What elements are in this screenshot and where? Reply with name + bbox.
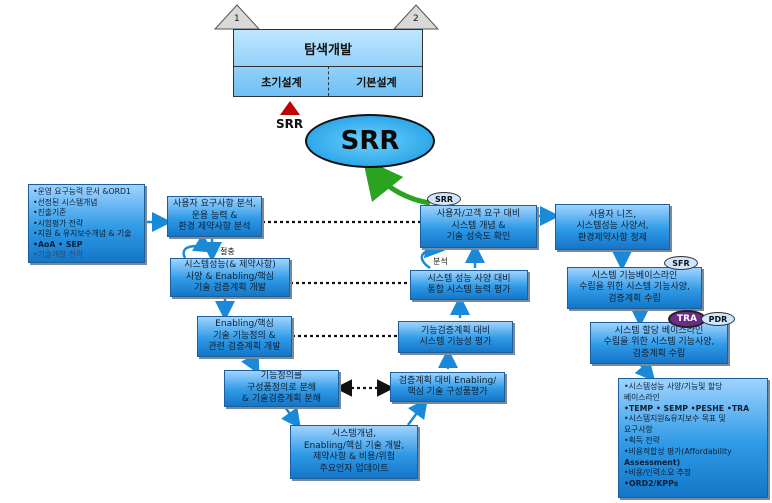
box-line: 핵심 기술 구성품평가: [407, 387, 488, 397]
box-line: 구성품정의로 분해: [246, 382, 317, 393]
box-line: & 기술검증계획 분해: [242, 394, 321, 405]
inputs-box: •운영 요구능력 문서 &ORD1 •선정된 시스템개념 •진출기준 •시험평가…: [28, 184, 145, 263]
box-line: Enabling/핵심 기술 개발,: [303, 440, 405, 451]
refine-user-needs-box: 사용자 니즈, 시스템성능 사양서, 환경제약사항 정제: [555, 204, 670, 250]
component-assessment-box: 검증계획 대비 Enabling/ 핵심 기술 구성품평가: [390, 372, 505, 402]
tra-pill: TRA: [668, 310, 706, 328]
output-item: •시스템지원&유지보수 목표 및: [624, 414, 726, 424]
box-line: 기술 기능정의 &: [213, 330, 276, 341]
input-item: •기술개발 전략: [33, 250, 84, 259]
output-item: 베이스라인: [624, 392, 660, 402]
initial-design-label: 초기설계: [261, 76, 302, 89]
box-line: 시스템 할당 베이스라인: [614, 325, 704, 336]
box-line: Enabling/핵심: [215, 319, 274, 330]
output-item: Assessment): [624, 457, 681, 467]
box-line: 사양 & Enabling/핵심: [186, 271, 274, 282]
box-line: 시스템 기능베이스라인: [591, 270, 678, 281]
box-line: 기능정의를: [260, 371, 303, 382]
output-item: •비용적합성 평가(Affordability: [624, 446, 732, 456]
output-item: •시스템성능 사양/기능및 할당: [624, 382, 723, 391]
milestone-marker-1-label: 1: [234, 14, 240, 24]
input-item: •시험평가 전략: [33, 218, 84, 228]
box-line: 수립을 위한 시스템 기능사양,: [603, 337, 715, 348]
allocated-baseline-box: 시스템 할당 베이스라인 수립을 위한 시스템 기능사양, 검증계획 수립: [590, 322, 728, 364]
box-line: 시스템 성능 사양 대비: [427, 273, 511, 284]
milestone-marker-2-label: 2: [413, 14, 419, 24]
box-line: 검증계획 수립: [608, 293, 661, 304]
box-line: 시스템 기능성 평가: [419, 337, 492, 347]
sfr-pill: SFR: [664, 256, 698, 270]
concept-update-box: 시스템개념, Enabling/핵심 기술 개발, 제약사항 & 비용/위험 주…: [290, 425, 418, 479]
input-item: •운영 요구능력 문서 &ORD1: [33, 187, 132, 196]
box-line: 검증계획 대비 Enabling/: [398, 375, 497, 386]
box-line: 검증계획 수립: [632, 348, 686, 359]
output-item: •TEMP • SEMP •PESHE •TRA: [624, 403, 750, 413]
box-line: 시스템성능 사양서,: [576, 221, 649, 232]
output-item: •ORD2/KPPs: [624, 479, 679, 489]
input-item: •AoA • SEP: [33, 239, 83, 249]
box-line: 통합 시스템 능력 평가: [427, 285, 511, 295]
box-line: 시스템개념,: [331, 429, 377, 439]
box-line: 주요인자 업데이트: [319, 463, 389, 474]
box-line: 환경 제약사항 분석: [178, 222, 251, 233]
input-item: •진출기준: [33, 208, 67, 217]
box-line: 기술 성숙도 확인: [446, 232, 511, 243]
exploratory-development-box: 탐색개발 초기설계 기본설계: [233, 29, 423, 97]
exploratory-development-title: 탐색개발: [304, 43, 352, 58]
box-line: 환경제약사항 정제: [577, 232, 648, 243]
basic-design-label: 기본설계: [356, 76, 397, 89]
analysis-label: 분석: [433, 257, 448, 266]
input-item: •지원 & 유지보수개념 & 기술: [33, 229, 132, 238]
box-line: 사용자/고객 요구 대비: [436, 209, 521, 220]
concept-verification-box: 사용자/고객 요구 대비 시스템 개념 & 기술 성숙도 확인: [420, 205, 537, 248]
output-item: 요구사항: [624, 425, 653, 435]
srr-pill: SRR: [427, 192, 461, 206]
outputs-box: •시스템성능 사양/기능및 할당 베이스라인 •TEMP • SEMP •PES…: [618, 378, 768, 498]
functional-decomposition-box: 기능정의를 구성품정의로 분해 & 기술검증계획 분해: [224, 370, 339, 407]
srr-review-oval: SRR: [305, 114, 435, 168]
box-line: 운용 능력 &: [191, 210, 238, 221]
input-item: •선정된 시스템개념: [33, 197, 98, 207]
box-line: 관련 검증계획 개발: [208, 342, 281, 353]
srr-milestone-label: SRR: [276, 117, 304, 131]
output-item: •비용/인력소요 추정: [624, 468, 692, 478]
user-requirements-analysis-box: 사용자 요구사항 분석, 운용 능력 & 환경 제약사항 분석: [167, 196, 262, 237]
system-performance-spec-box: 시스템성능(& 제약사항) 사양 & Enabling/핵심 기술 검증계획 개…: [170, 258, 290, 297]
box-line: 제약사항 & 비용/위험: [312, 452, 395, 462]
box-line: 사용자 니즈,: [588, 209, 637, 220]
trade-off-label: 절충: [220, 247, 235, 256]
functionality-assessment-box: 기능검증계획 대비 시스템 기능성 평가: [398, 321, 513, 353]
functional-baseline-box: 시스템 기능베이스라인 수립을 위한 시스템 기능사양, 검증계획 수립: [567, 267, 702, 309]
box-line: 수립을 위한 시스템 기능사양,: [579, 282, 690, 293]
output-item: •획득 전략: [624, 435, 660, 445]
box-line: 기능검증계획 대비: [420, 325, 491, 336]
pdr-pill: PDR: [701, 312, 735, 326]
box-line: 시스템성능(& 제약사항): [184, 260, 276, 271]
box-line: 사용자 요구사항 분석,: [172, 199, 257, 210]
box-line: 시스템 개념 &: [451, 220, 506, 231]
integrated-capability-assessment-box: 시스템 성능 사양 대비 통합 시스템 능력 평가: [410, 270, 528, 300]
box-line: 기술 검증계획 개발: [194, 283, 266, 294]
enabling-tech-functional-definition-box: Enabling/핵심 기술 기능정의 & 관련 검증계획 개발: [197, 316, 292, 357]
